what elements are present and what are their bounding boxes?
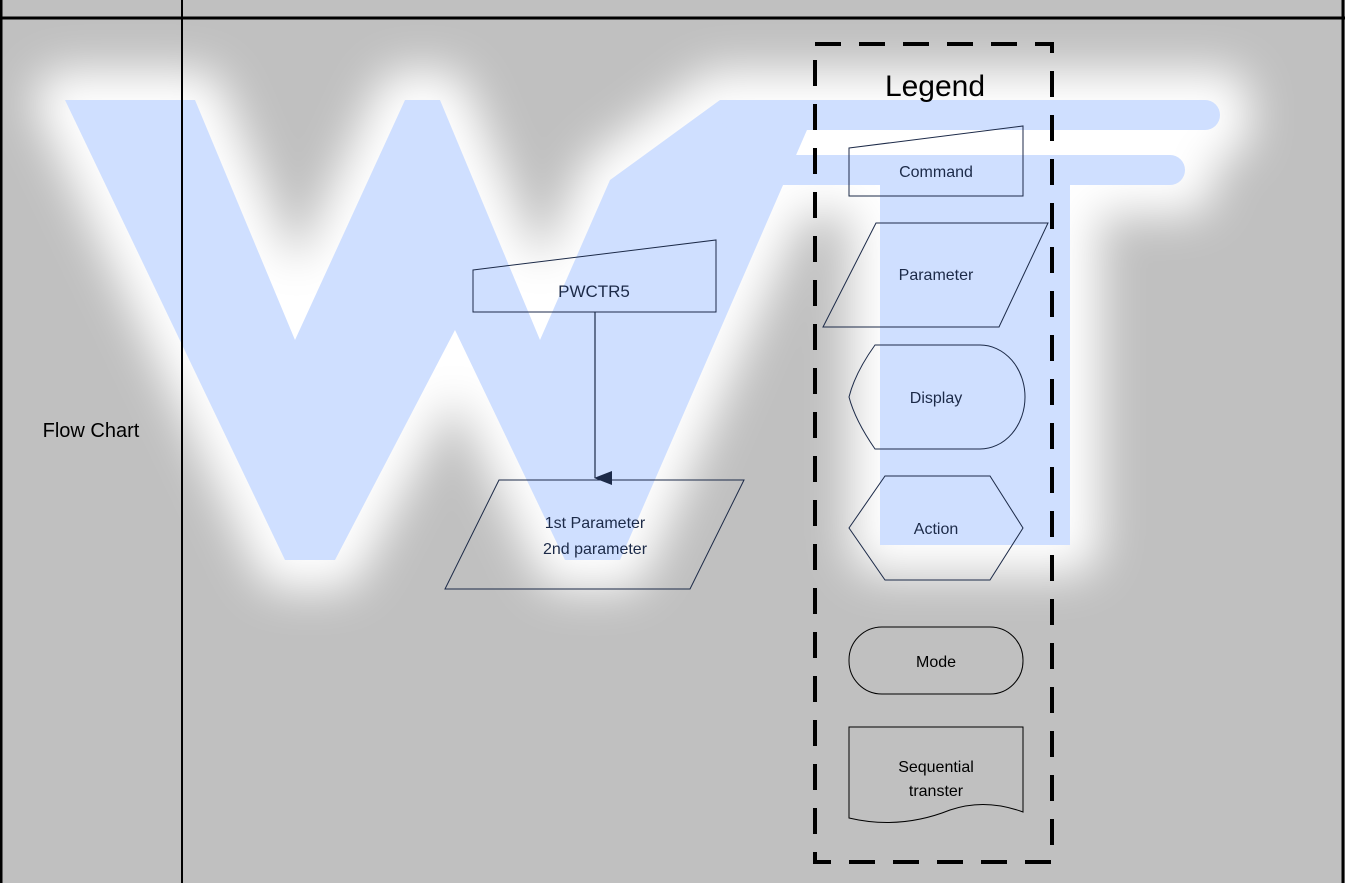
parameter-line-2: 2nd parameter <box>543 541 648 558</box>
legend-sequential-line-1: Sequential <box>898 759 974 776</box>
legend-mode-shape <box>848 626 1024 695</box>
legend-command-shape <box>848 125 1024 197</box>
parameter-shape <box>444 479 745 590</box>
legend-display: Display <box>848 344 1026 450</box>
legend-action-label: Action <box>914 521 958 538</box>
legend-title: Legend <box>885 70 985 103</box>
legend-command: Command <box>848 125 1024 197</box>
legend-action: Action <box>848 475 1024 581</box>
legend-sequential: Sequential transter <box>848 726 1024 823</box>
command-node: PWCTR5 <box>472 239 717 313</box>
legend-command-label: Command <box>899 164 973 181</box>
parameter-line-1: 1st Parameter <box>545 515 646 532</box>
legend-parameter: Parameter <box>822 222 1049 328</box>
legend-sequential-line-2: transter <box>909 783 964 800</box>
watermark-logo <box>65 100 1220 560</box>
legend-display-label: Display <box>910 390 962 407</box>
legend-sequential-shape <box>848 726 1024 823</box>
command-shape <box>472 239 717 313</box>
legend-action-shape <box>848 475 1024 581</box>
legend-parameter-shape <box>822 222 1049 328</box>
legend-mode-label: Mode <box>916 654 956 671</box>
legend-display-shape <box>848 344 1026 450</box>
command-node-label: PWCTR5 <box>558 282 630 301</box>
row-label-flow-chart: Flow Chart <box>42 420 140 442</box>
legend-mode: Mode <box>848 626 1024 695</box>
legend-parameter-label: Parameter <box>899 267 974 284</box>
parameter-node: 1st Parameter 2nd parameter <box>444 479 745 590</box>
